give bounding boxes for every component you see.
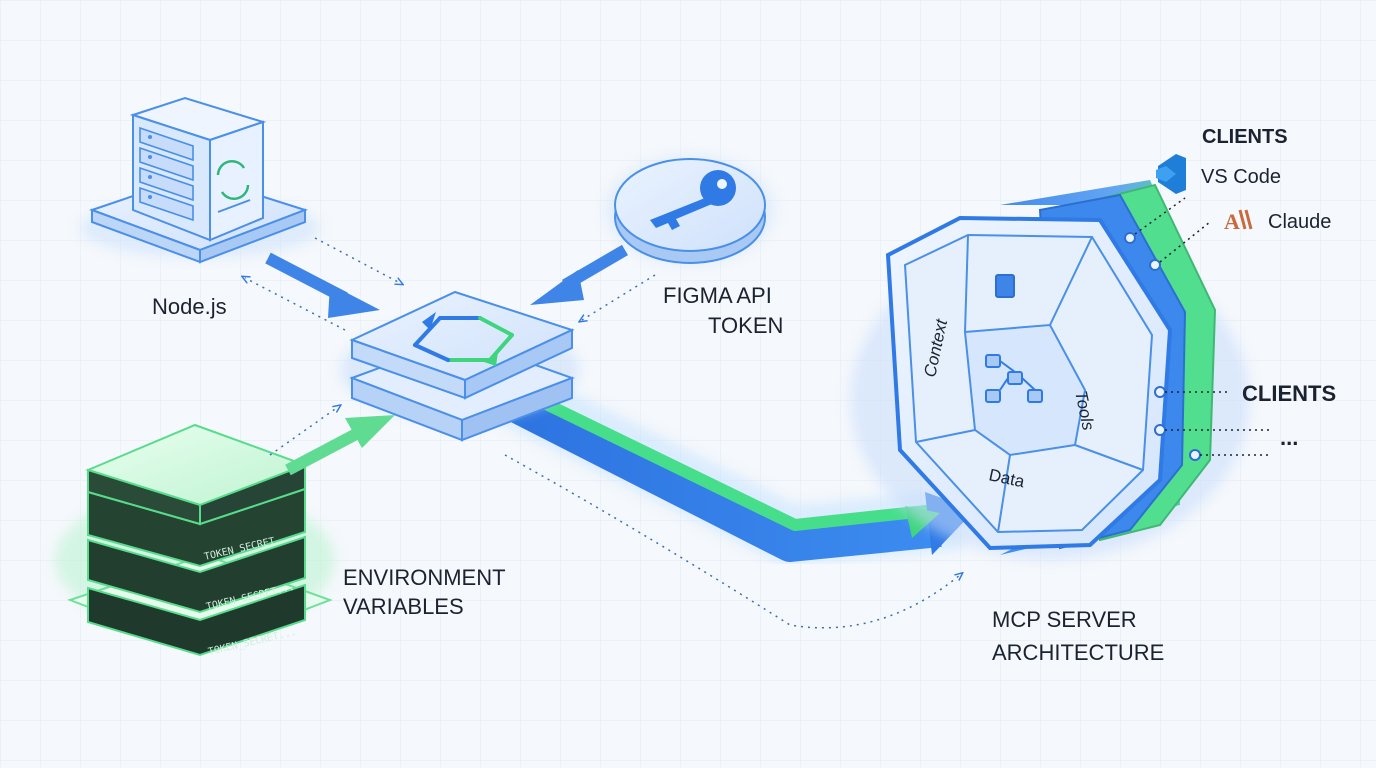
env-to-hub-arrow [269, 407, 395, 476]
mcp-server: Context Tools Data MCP SERVER ARCHITECTU… [850, 180, 1270, 665]
figma-key-node: FIGMA API TOKEN [605, 155, 783, 338]
workflow-icon [985, 354, 1043, 403]
data-pipe [491, 365, 975, 629]
more-clients-ellipsis: ... [1280, 425, 1298, 450]
port [1149, 259, 1161, 271]
nodejs-label: Node.js [152, 294, 227, 319]
client-vscode[interactable]: VS Code [1156, 154, 1281, 194]
central-hub [340, 290, 580, 442]
sync-icon [216, 159, 250, 201]
port [1154, 386, 1166, 398]
env-label-line1: ENVIRONMENT [343, 565, 506, 590]
client-claude-label: Claude [1268, 211, 1331, 233]
port [1124, 232, 1136, 244]
environment-variables-stack: TOKEN_SECRET... TOKEN_SECRET... TOKEN_SE… [55, 423, 506, 658]
sync-icon [413, 312, 514, 366]
claude-icon: A [1224, 209, 1253, 234]
mcp-label-line1: MCP SERVER [992, 607, 1137, 632]
figma-label-line1: FIGMA API [663, 283, 772, 308]
client-claude[interactable]: A Claude [1224, 209, 1331, 234]
clients-right-label: CLIENTS [1242, 381, 1336, 406]
figma-to-hub-arrow [530, 244, 656, 320]
client-vscode-label: VS Code [1201, 166, 1281, 188]
clients-panel: CLIENTS VS Code A Claude CLIENTS ... [1156, 126, 1336, 450]
env-label-line2: VARIABLES [343, 594, 464, 619]
port [1189, 449, 1201, 461]
mcp-label-line2: ARCHITECTURE [992, 640, 1164, 665]
nodejs-server: Node.js [80, 96, 320, 319]
document-icon [995, 274, 1015, 298]
svg-text:A: A [1224, 209, 1240, 234]
vscode-icon [1156, 154, 1186, 194]
key-icon [650, 170, 736, 230]
port [1154, 424, 1166, 436]
figma-label-line2: TOKEN [708, 313, 783, 338]
clients-heading: CLIENTS [1202, 126, 1288, 148]
nodejs-to-hub-arrow [245, 237, 400, 331]
